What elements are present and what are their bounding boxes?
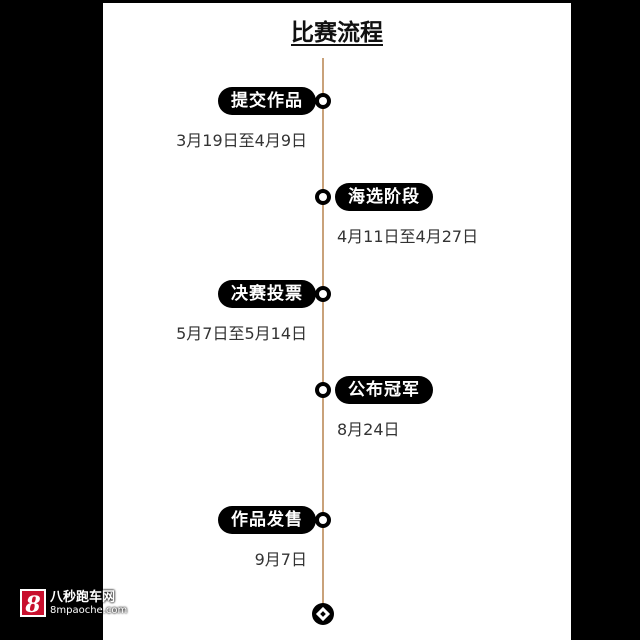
watermark-text: 八秒跑车网 8mpaoche.com [50, 590, 127, 617]
stage-date-final-vote: 5月7日至5月14日 [176, 324, 307, 343]
ring-dot-icon [315, 512, 331, 528]
stage-label-audition: 海选阶段 [335, 183, 433, 211]
watermark-badge: 8 [20, 589, 46, 618]
ring-dot-icon [315, 189, 331, 205]
stage-label-submit: 提交作品 [218, 87, 316, 115]
stage-date-submit: 3月19日至4月9日 [176, 131, 307, 150]
timeline-panel: 比赛流程 提交作品 3月19日至4月9日 海选阶段 4月11日至4月27日 决赛… [103, 3, 571, 640]
watermark-name: 八秒跑车网 [50, 589, 116, 605]
ring-dot-icon [315, 93, 331, 109]
stage-label-release: 作品发售 [218, 506, 316, 534]
diamond-end-icon [312, 603, 334, 625]
stage-date-announce: 8月24日 [337, 420, 400, 439]
stage-label-final-vote: 决赛投票 [218, 280, 316, 308]
timeline-line [322, 58, 324, 608]
stage-date-audition: 4月11日至4月27日 [337, 227, 479, 246]
ring-dot-icon [315, 382, 331, 398]
stage-label-announce: 公布冠军 [335, 376, 433, 404]
page-title: 比赛流程 [291, 20, 383, 46]
watermark-url: 8mpaoche.com [50, 604, 128, 616]
ring-dot-icon [315, 286, 331, 302]
site-watermark: 8 八秒跑车网 8mpaoche.com [20, 588, 127, 618]
stage-date-release: 9月7日 [254, 550, 307, 569]
